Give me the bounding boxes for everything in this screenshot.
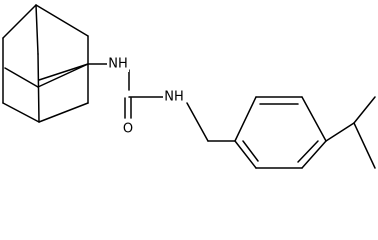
adamantane-cage bbox=[2, 4, 89, 123]
bond bbox=[186, 102, 209, 142]
bond bbox=[37, 53, 40, 123]
atom-label-nh-top: NH bbox=[108, 57, 128, 72]
molecule-structure-diagram: NH NH O bbox=[2, 4, 376, 169]
bond bbox=[301, 96, 327, 142]
atom-labels: NH NH O bbox=[107, 56, 185, 137]
bond bbox=[301, 140, 327, 169]
bond bbox=[35, 4, 89, 37]
bond bbox=[234, 140, 257, 169]
bond bbox=[353, 96, 376, 124]
isopropyl-group bbox=[325, 96, 376, 169]
bond bbox=[38, 102, 89, 123]
bond bbox=[2, 4, 37, 39]
atom-label-nh-right: NH bbox=[164, 90, 184, 105]
label-background bbox=[163, 89, 185, 105]
bond bbox=[38, 63, 89, 81]
bond bbox=[297, 140, 319, 163]
atom-label-oxygen: O bbox=[123, 122, 133, 137]
bond bbox=[325, 122, 355, 142]
bond bbox=[2, 102, 40, 123]
label-background bbox=[107, 56, 129, 72]
bond bbox=[353, 122, 376, 169]
bond bbox=[242, 140, 259, 162]
bond bbox=[4, 67, 39, 88]
bond bbox=[37, 63, 89, 88]
bond bbox=[35, 4, 39, 55]
bond bbox=[234, 96, 257, 142]
urea-linker bbox=[87, 63, 236, 142]
label-background bbox=[120, 121, 136, 137]
benzene-ring bbox=[234, 96, 327, 169]
